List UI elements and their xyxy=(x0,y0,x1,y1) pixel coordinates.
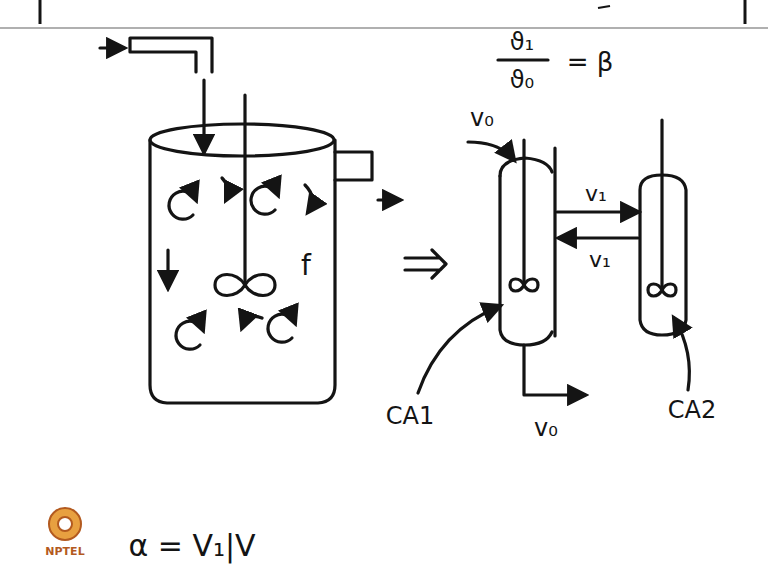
exchange-arrow xyxy=(557,210,638,213)
impeller xyxy=(215,275,275,296)
ratio-symbol: = β xyxy=(567,48,614,77)
eddy xyxy=(222,178,228,200)
tank-wall xyxy=(553,148,556,336)
board-mark xyxy=(598,6,610,8)
implies-symbol xyxy=(405,250,446,278)
inlet-arrow xyxy=(468,142,514,160)
eddy xyxy=(268,314,295,342)
logo-core xyxy=(58,517,72,531)
flow-label: v₀ xyxy=(470,105,494,131)
tank-wall xyxy=(150,140,335,403)
flow-label: v₁ xyxy=(589,248,611,272)
impeller xyxy=(648,284,676,296)
volume-fraction: α = V₁|V xyxy=(128,529,255,562)
eddy xyxy=(176,321,203,349)
concentration-label: CA2 xyxy=(668,397,716,423)
stirrer-shaft xyxy=(522,140,525,285)
exchange-arrow xyxy=(559,236,638,239)
eddy xyxy=(251,186,278,214)
flow-ratio-bottom: ϑ₀ xyxy=(510,67,534,93)
tank-top xyxy=(150,124,334,156)
logo-ring xyxy=(49,508,81,540)
feed-arrow xyxy=(202,80,205,152)
leader-line xyxy=(674,318,689,390)
paper-edge xyxy=(0,27,768,29)
fraction-bar xyxy=(498,58,548,61)
stirrer-label: f xyxy=(301,251,311,282)
inlet-pipe xyxy=(130,38,212,72)
stirrer-shaft xyxy=(660,120,663,290)
flow-arrow xyxy=(166,250,169,288)
eddy xyxy=(169,191,196,219)
concentration-label: CA1 xyxy=(386,403,434,429)
tank-wall xyxy=(500,176,552,345)
outlet-arrow xyxy=(524,345,585,395)
flow-label: v₁ xyxy=(585,182,607,206)
outlet-arrow xyxy=(378,198,400,201)
eddy xyxy=(305,185,312,212)
impeller xyxy=(510,279,538,291)
logo-text: NPTEL xyxy=(45,546,84,558)
stirrer-shaft xyxy=(243,95,246,285)
flow-label: v₀ xyxy=(534,415,558,441)
inlet-arrow xyxy=(100,46,124,49)
tank-top xyxy=(500,158,552,176)
outlet-pipe xyxy=(335,152,372,180)
leader-line xyxy=(418,306,500,393)
eddy xyxy=(242,316,262,328)
board-mark xyxy=(744,0,747,24)
board-mark xyxy=(39,0,42,24)
flow-ratio-top: ϑ₁ xyxy=(510,29,534,55)
